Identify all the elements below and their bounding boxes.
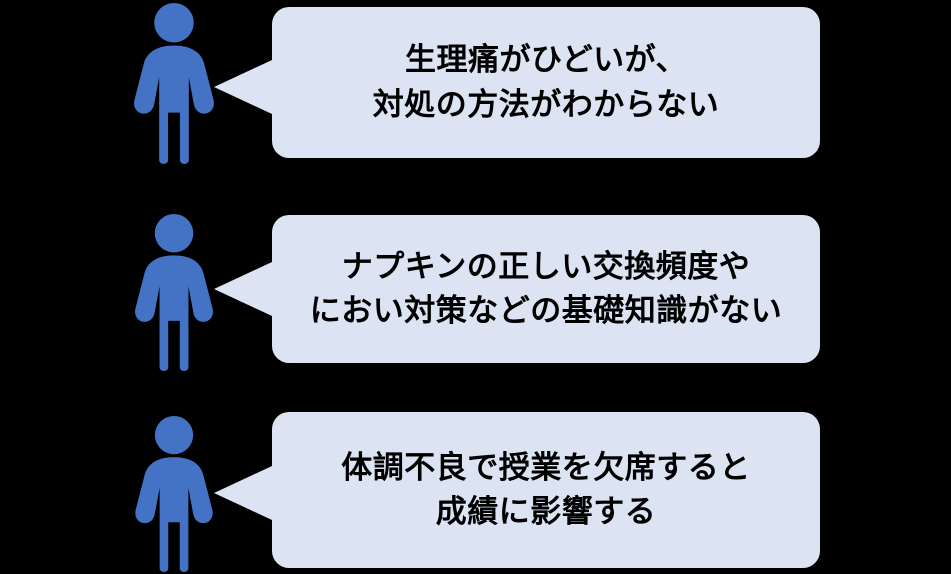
speech-bubble-1-line-2: 対処の方法がわからない xyxy=(372,86,720,122)
statement-row-3: 体調不良で授業を欠席すると 成績に影響する xyxy=(0,398,951,574)
speech-bubble-1: 生理痛がひどいが、 対処の方法がわからない xyxy=(272,7,820,158)
person-pictogram-3 xyxy=(128,415,220,572)
speech-bubble-3: 体調不良で授業を欠席すると 成績に影響する xyxy=(272,412,820,568)
statement-row-1: 生理痛がひどいが、 対処の方法がわからない xyxy=(0,0,951,190)
speech-bubble-2: ナプキンの正しい交換頻度や におい対策などの基礎知識がない xyxy=(272,215,820,363)
speech-bubble-3-line-1: 体調不良で授業を欠席すると xyxy=(341,449,751,485)
statement-row-2: ナプキンの正しい交換頻度や におい対策などの基礎知識がない xyxy=(0,200,951,385)
speech-bubble-2-line-1: ナプキンの正しい交換頻度や xyxy=(341,248,751,284)
person-pictogram-2 xyxy=(128,213,220,371)
person-pictogram-1 xyxy=(128,2,220,164)
speech-bubble-1-line-1: 生理痛がひどいが、 xyxy=(405,42,687,78)
speech-bubble-3-line-2: 成績に影響する xyxy=(435,494,657,529)
speech-bubble-2-line-2: におい対策などの基礎知識がない xyxy=(309,293,783,328)
